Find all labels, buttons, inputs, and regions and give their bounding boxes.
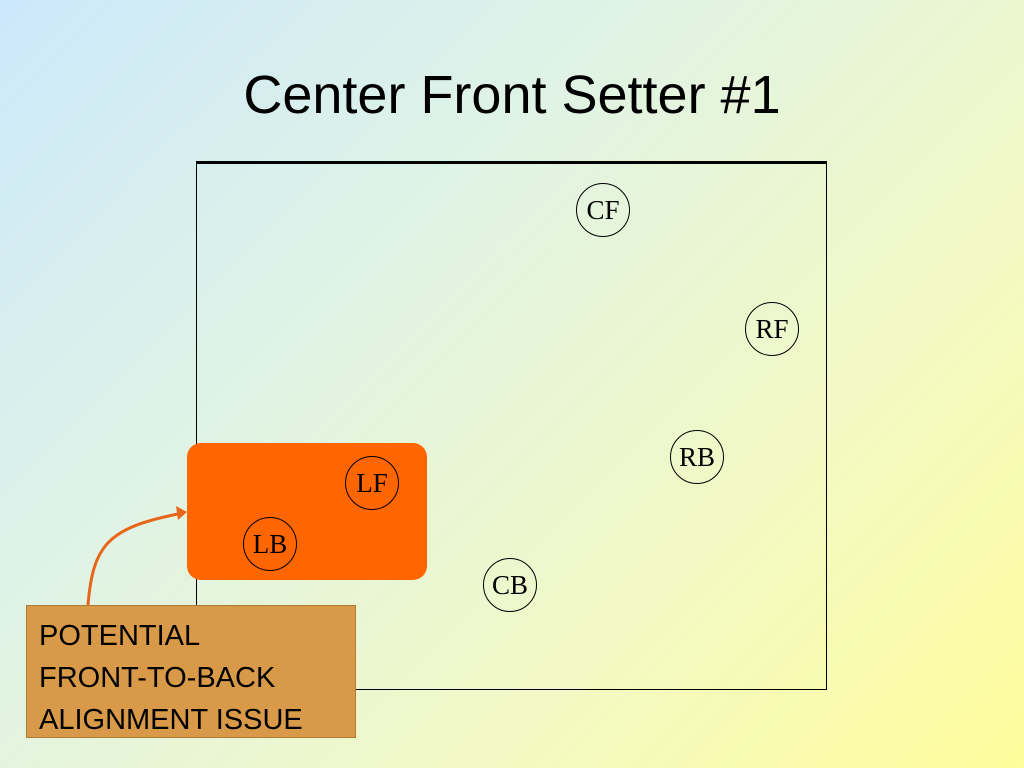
alignment-callout: POTENTIAL FRONT-TO-BACK ALIGNMENT ISSUE	[26, 605, 356, 738]
court-outline	[196, 161, 827, 690]
player-lf: LF	[345, 456, 399, 510]
player-cb: CB	[483, 558, 537, 612]
slide-title: Center Front Setter #1	[243, 65, 781, 125]
player-lb: LB	[243, 517, 297, 571]
callout-line: POTENTIAL	[39, 620, 201, 652]
player-rf: RF	[745, 302, 799, 356]
callout-line: FRONT-TO-BACK	[39, 662, 276, 694]
player-cf: CF	[576, 183, 630, 237]
callout-line: ALIGNMENT ISSUE	[39, 704, 303, 736]
player-rb: RB	[670, 430, 724, 484]
